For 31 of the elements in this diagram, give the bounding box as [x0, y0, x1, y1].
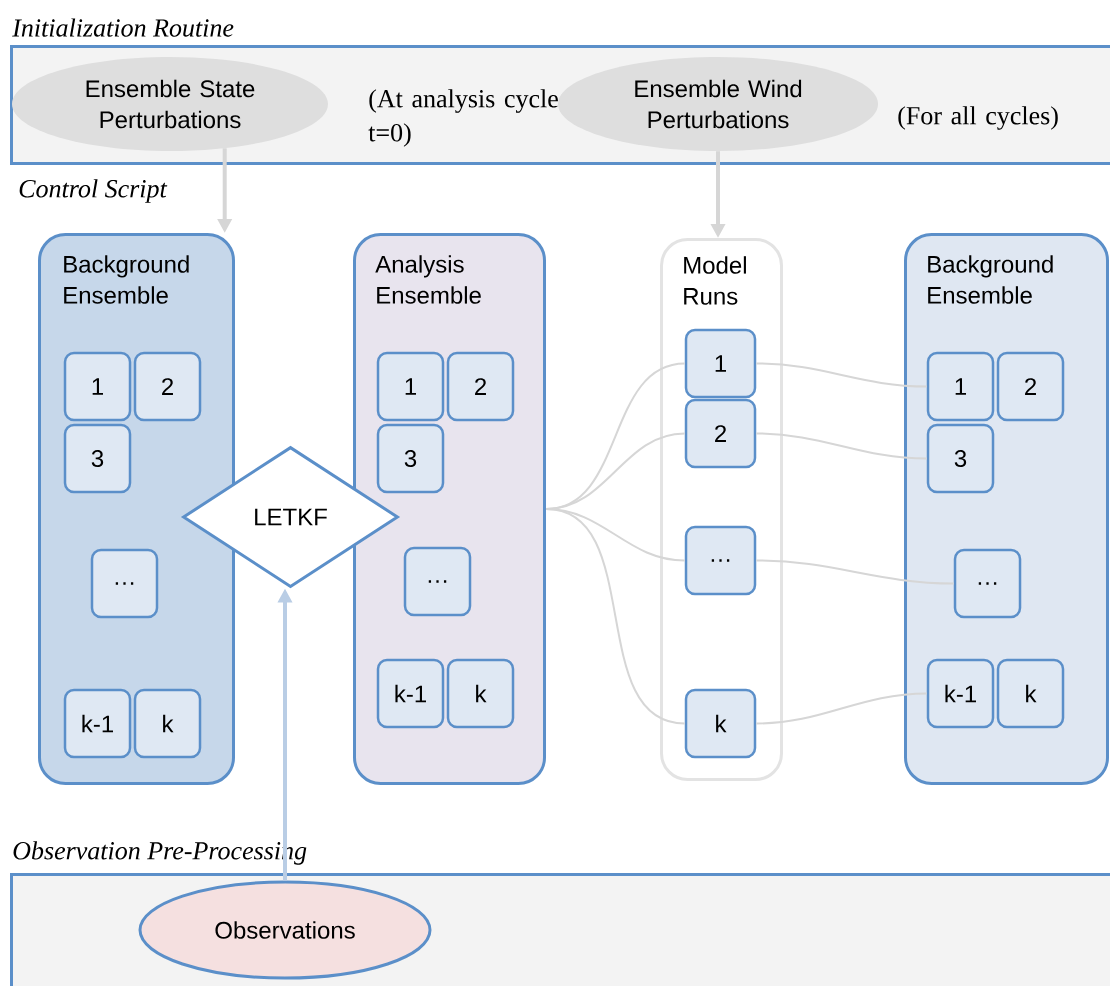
connector-line: [755, 559, 955, 585]
connector-line: [755, 432, 928, 460]
connector-line: [755, 362, 928, 388]
section-heading: Observation Pre-Processing: [13, 841, 307, 865]
member-box: 1: [63, 351, 132, 422]
member-box: k-1: [63, 688, 132, 759]
connector-line: [545, 508, 686, 725]
member-box: 3: [63, 423, 132, 494]
member-box: 2: [133, 351, 202, 422]
member-box: …: [403, 546, 472, 617]
member-box: k: [996, 658, 1065, 729]
member-box: 2: [996, 351, 1065, 422]
member-box: …: [684, 525, 757, 596]
section-heading: Control Script: [19, 179, 168, 203]
member-box: 1: [926, 351, 995, 422]
section-heading: Initialization Routine: [12, 18, 234, 37]
member-box: …: [90, 548, 159, 619]
member-box: k: [446, 658, 515, 729]
member-box: k: [133, 688, 202, 759]
member-box: 1: [684, 328, 757, 399]
member-box: 2: [684, 398, 757, 469]
member-box: k: [684, 688, 757, 759]
member-box: …: [953, 548, 1022, 619]
member-box: 3: [926, 423, 995, 494]
member-box: k-1: [926, 658, 995, 729]
member-box: 2: [446, 351, 515, 422]
member-box: 3: [376, 423, 445, 494]
member-box: k-1: [376, 658, 445, 729]
member-box: 1: [376, 351, 445, 422]
note-text: (At analysis cycle t=0): [368, 89, 558, 147]
connector-line: [755, 692, 928, 725]
